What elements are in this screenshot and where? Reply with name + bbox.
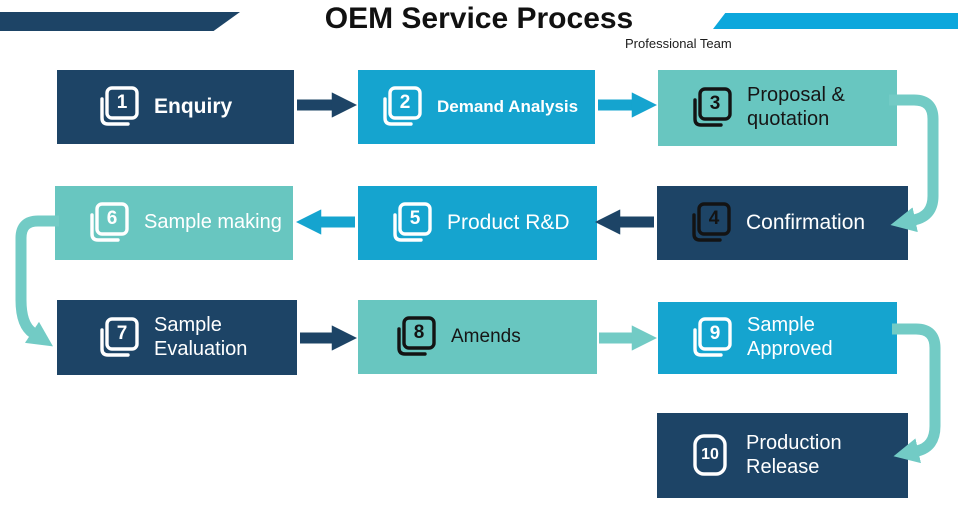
- step-label: Sample Evaluation: [154, 313, 248, 360]
- step-box-enquiry: 1 Enquiry: [57, 70, 294, 144]
- step-box-demand-analysis: 2 Demand Analysis: [358, 70, 595, 144]
- step-number: 1: [116, 92, 128, 113]
- step-box-sample-making: 6 Sample making: [55, 186, 293, 260]
- stacked-pages-icon: 2: [378, 84, 424, 130]
- step-number: 7: [116, 322, 128, 344]
- step-box-sample-evaluation: 7 Sample Evaluation: [57, 300, 297, 375]
- navy-accent-band: [0, 12, 240, 31]
- stacked-pages-icon: 8: [392, 314, 438, 360]
- stacked-pages-icon: 6: [85, 200, 131, 246]
- step-box-proposal-quotation: 3 Proposal & quotation: [658, 70, 897, 146]
- step-number: 10: [701, 445, 719, 463]
- step-label: Demand Analysis: [437, 96, 579, 116]
- stacked-pages-icon: 5: [388, 200, 434, 246]
- step-label: Product R&D: [447, 210, 570, 234]
- connector-sample-making-to-sample-evaluation: [15, 215, 59, 347]
- step-box-production-release: 10 Production Release: [657, 413, 908, 498]
- step-number: 2: [399, 92, 411, 113]
- step-box-product-rd: 5 Product R&D: [358, 186, 597, 260]
- stacked-pages-icon: 9: [688, 315, 734, 361]
- page-subtitle: Professional Team: [625, 36, 732, 51]
- stacked-pages-icon: 3: [688, 85, 734, 131]
- step-number: 6: [106, 208, 118, 229]
- step-box-amends: 8 Amends: [358, 300, 597, 374]
- step-label: Enquiry: [154, 94, 233, 118]
- step-label: Production Release: [746, 431, 842, 478]
- step-label: Sample Approved: [747, 314, 833, 360]
- stacked-pages-icon: 4: [687, 200, 733, 246]
- step-label: Sample making: [144, 211, 282, 234]
- step-label: Confirmation: [746, 210, 866, 234]
- step-number: 4: [708, 208, 720, 229]
- step-number: 5: [409, 208, 421, 229]
- stacked-pages-icon: 1: [95, 84, 141, 130]
- step-label: Amends: [451, 325, 521, 347]
- step-number: 3: [709, 93, 721, 114]
- step-number: 9: [709, 323, 721, 344]
- step-label: Proposal & quotation: [747, 84, 845, 130]
- cyan-accent-band: [713, 13, 958, 29]
- step-number: 8: [413, 322, 425, 343]
- step-box-sample-approved: 9 Sample Approved: [658, 302, 897, 374]
- page-title: OEM Service Process: [324, 2, 634, 35]
- stacked-pages-icon: 7: [95, 315, 141, 361]
- rounded-badge-icon: 10: [687, 433, 733, 479]
- step-box-confirmation: 4 Confirmation: [657, 186, 908, 260]
